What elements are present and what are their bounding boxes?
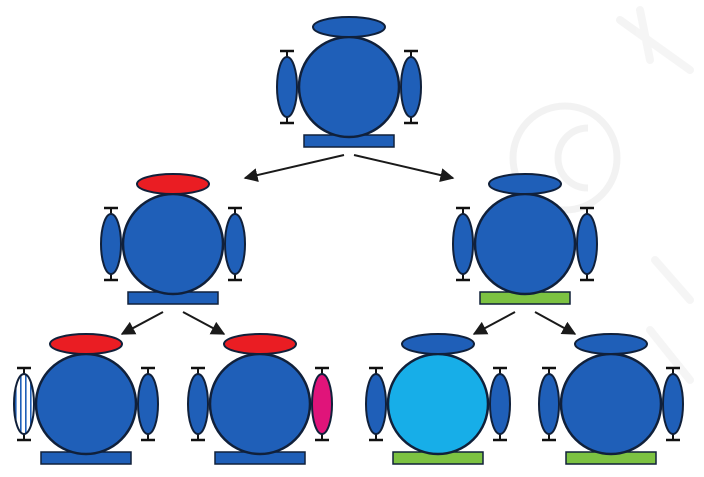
body-circle: [559, 352, 663, 456]
arrow-gen1-left-to-gen2-b: [182, 311, 226, 335]
right-limb: [137, 373, 159, 435]
head-cap: [401, 333, 475, 355]
arrow-root-to-gen1-left: [243, 154, 345, 182]
body-circle: [121, 192, 225, 296]
arrow-gen1-right-to-gen2-d: [534, 311, 577, 335]
arrow-connectors: [120, 154, 577, 335]
body-circle: [297, 35, 401, 139]
head-cap: [312, 16, 386, 38]
arrow-gen1-left-to-gen2-a: [120, 311, 164, 335]
head-cap: [223, 333, 297, 355]
body-circle: [386, 352, 490, 456]
organism-gen1-left: [100, 173, 246, 305]
head-cap: [488, 173, 562, 195]
organism-gen1-right: [452, 173, 598, 305]
organism-root: [276, 16, 422, 148]
copyright-watermark-icon: [509, 102, 621, 214]
head-cap: [574, 333, 648, 355]
organism-gen2-b: [187, 333, 333, 465]
organism-nodes: [13, 16, 684, 465]
arrow-gen1-right-to-gen2-c: [472, 311, 516, 335]
left-limb: [365, 373, 387, 435]
watermark-stroke: [596, 6, 694, 464]
right-limb: [662, 373, 684, 435]
body-circle: [473, 192, 577, 296]
body-circle: [34, 352, 138, 456]
organism-gen2-c: [365, 333, 511, 465]
left-limb: [187, 373, 209, 435]
right-limb: [576, 213, 598, 275]
right-limb: [489, 373, 511, 435]
organism-gen2-a: [13, 333, 159, 465]
left-limb: [276, 56, 298, 118]
right-limb: [224, 213, 246, 275]
right-limb: [311, 373, 333, 435]
left-limb: [452, 213, 474, 275]
head-cap: [136, 173, 210, 195]
arrow-root-to-gen1-right: [353, 154, 455, 182]
left-limb: [13, 373, 35, 435]
right-limb: [400, 56, 422, 118]
left-limb: [538, 373, 560, 435]
organism-gen2-d: [538, 333, 684, 465]
head-cap: [49, 333, 123, 355]
left-limb: [100, 213, 122, 275]
watermark: [509, 6, 694, 464]
watermark-arc: [554, 124, 589, 192]
body-circle: [208, 352, 312, 456]
